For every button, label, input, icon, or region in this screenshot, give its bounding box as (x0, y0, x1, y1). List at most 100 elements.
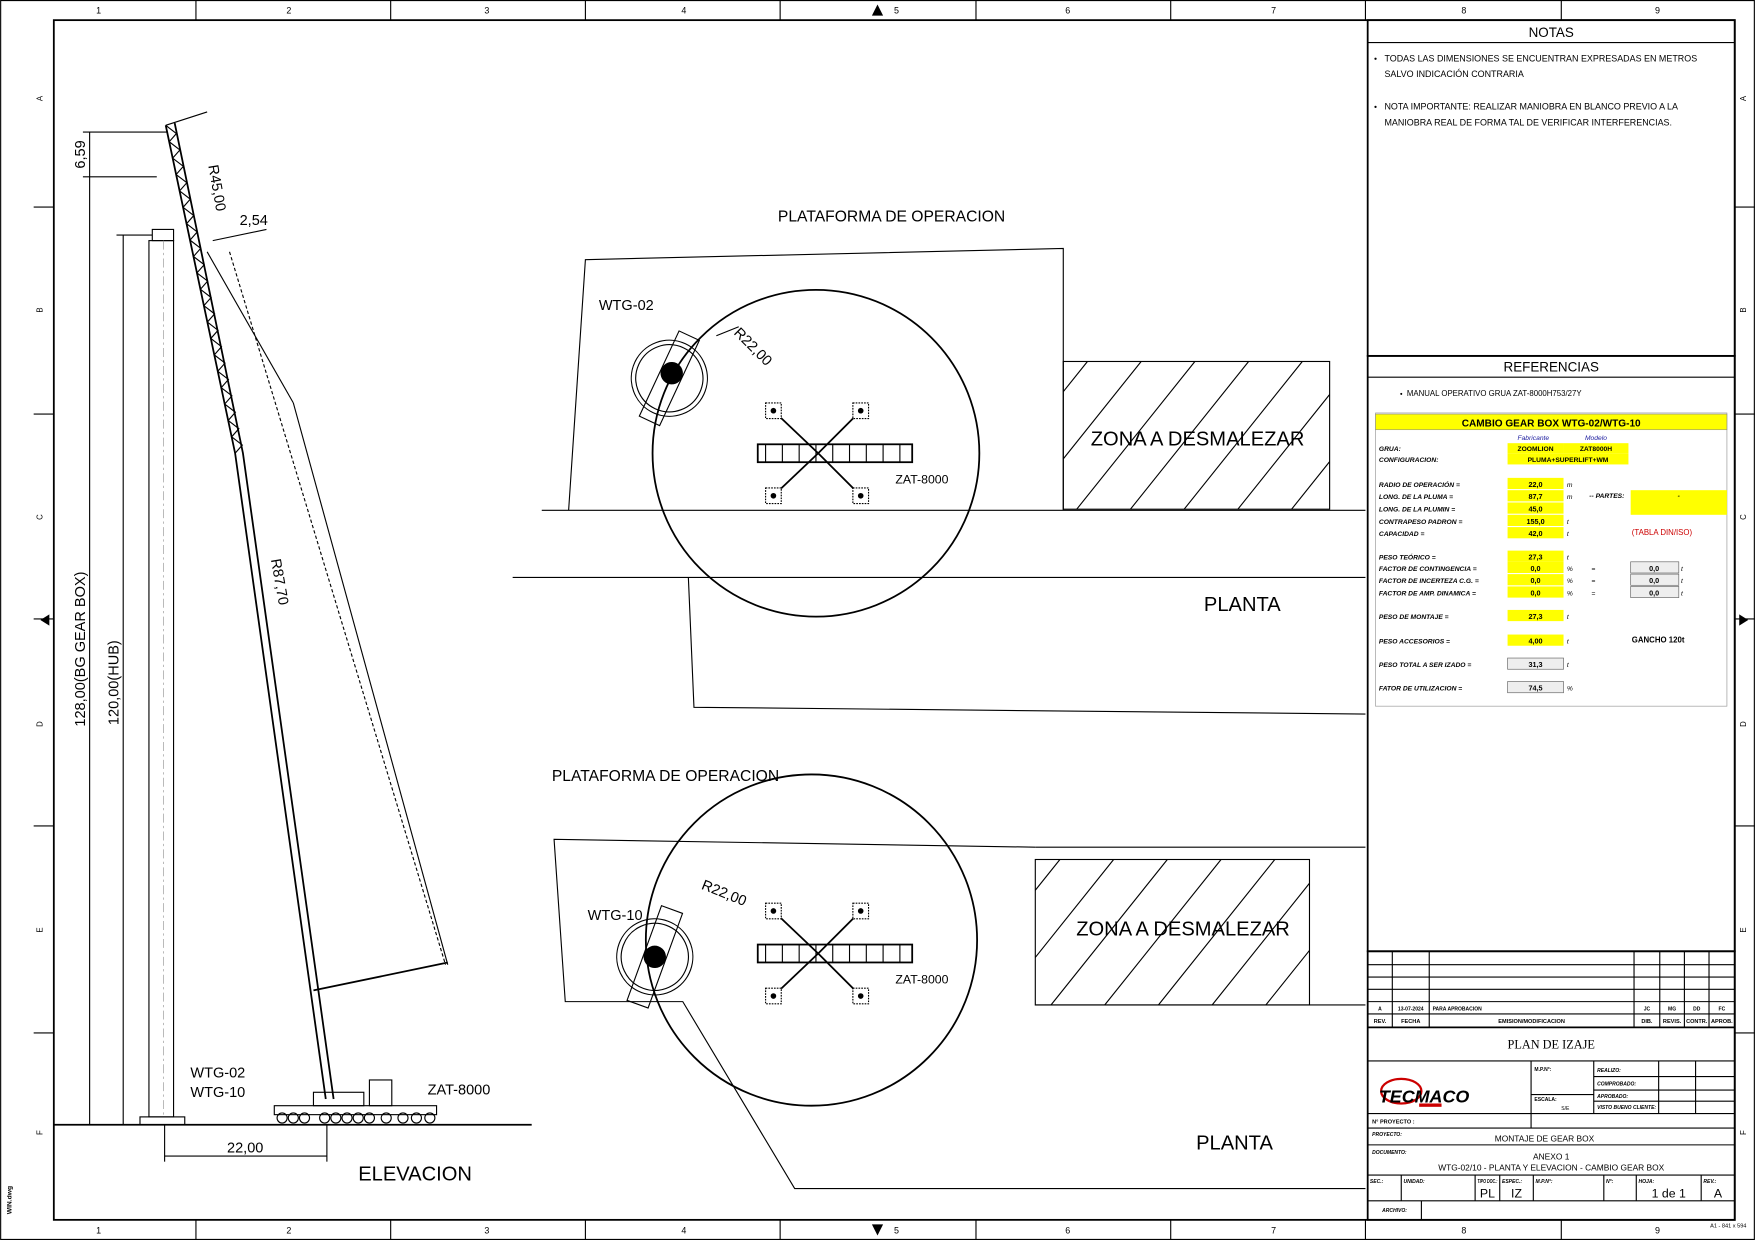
column-marker: 1 (96, 5, 101, 15)
row-result-unit: t (1681, 566, 1684, 573)
notes-panel: NOTAS TODAS LAS DIMENSIONES SE ENCUENTRA… (1366, 19, 1736, 357)
scale-value: S/E (1561, 1106, 1570, 1112)
row-marker: E (36, 927, 45, 932)
revision-cell: FC (1719, 1007, 1726, 1013)
header-modelo: Modelo (1585, 435, 1607, 442)
zone-label: ZONA A DESMALEZAR (1076, 919, 1290, 941)
crane-label: ZAT-8000 (428, 1083, 491, 1099)
center-arrow-icon (40, 614, 50, 626)
row-result: 0,0 (1649, 564, 1659, 573)
row-marker: B (36, 307, 45, 312)
column-marker: 4 (681, 5, 686, 15)
wheel (298, 1112, 311, 1124)
dim-boom-radius: R87,70 (267, 557, 291, 606)
references-title: REFERENCIAS (1504, 360, 1599, 375)
project-number-label: N° PROYECTO : (1372, 1120, 1415, 1126)
visto-bueno-label: VISTO BUENO CLIENTE: (1597, 1105, 1656, 1111)
backstay-cable (292, 402, 449, 965)
column-marker: 8 (1461, 1225, 1466, 1235)
bullet-icon (1374, 57, 1377, 60)
center-arrow-icon (1739, 614, 1749, 626)
wheel (397, 1112, 409, 1124)
column-marker: 7 (1271, 5, 1276, 15)
note-2-line-1: NOTA IMPORTANTE: REALIZAR MANIOBRA EN BL… (1384, 102, 1678, 112)
lift-radius-circle (651, 288, 981, 618)
revision-header: FECHA (1401, 1019, 1420, 1025)
elevation-view: 128,00(BG GEAR BOX) 120,00(HUB) 6,59 R45… (53, 111, 532, 1186)
row-label: LONG. DE LA PLUMIN = (1379, 506, 1455, 513)
cell-label: UNIDAD: (1403, 1179, 1425, 1185)
cell-label: SEC.: (1370, 1179, 1384, 1185)
revision-header: DIB. (1641, 1019, 1653, 1025)
revision-header: APROB. (1711, 1019, 1733, 1025)
row-value: 87,7 (1528, 492, 1542, 501)
row-value: 31,3 (1528, 660, 1542, 669)
wheel (276, 1112, 288, 1124)
cell-label: TIPO DOC.: (1477, 1179, 1497, 1185)
table-title: CAMBIO GEAR BOX WTG-02/WTG-10 (1462, 418, 1641, 429)
revision-cell: DD (1693, 1007, 1701, 1013)
turbine-tower (148, 240, 175, 1118)
row-marker: A (36, 95, 45, 101)
sheet-size: A1 - 841 x 594 (1710, 1224, 1746, 1230)
row-marker: D (1739, 721, 1748, 727)
document-line-2: WTG-02/10 - PLANTA Y ELEVACION - CAMBIO … (1438, 1163, 1664, 1173)
project-value: MONTAJE DE GEAR BOX (1495, 1134, 1595, 1144)
platform-label: PLATAFORMA DE OPERACION (552, 768, 779, 785)
row-unit: t (1567, 555, 1570, 562)
note-1-line-1: TODAS LAS DIMENSIONES SE ENCUENTRAN EXPR… (1384, 54, 1697, 64)
superlift-mast (313, 961, 448, 992)
row-value: 4,00 (1528, 637, 1542, 646)
turbine-label: WTG-10 (588, 908, 643, 924)
turbine-plan (630, 330, 708, 427)
row-unit: % (1567, 590, 1573, 597)
view-label: PLANTA (1204, 594, 1281, 616)
clearing-zone (1034, 858, 1311, 1006)
row-value: 22,0 (1528, 480, 1542, 489)
row-marker: F (1739, 1130, 1748, 1135)
column-marker: 2 (286, 5, 291, 15)
wheel (330, 1112, 342, 1124)
plan-view-bottom: PLATAFORMA DE OPERACION ZONA A DESMALEZA… (552, 768, 1366, 1190)
row-label: PESO TOTAL A SER IZADO = (1379, 662, 1472, 669)
row-marker: D (36, 721, 45, 727)
partes-value: - (1678, 493, 1681, 500)
revision-cell: MG (1668, 1007, 1676, 1013)
zone-label: ZONA A DESMALEZAR (1091, 428, 1305, 450)
cell-value: A (1714, 1186, 1723, 1200)
row-label: PESO DE MONTAJE = (1379, 614, 1449, 621)
row-label: RADIO DE OPERACIÓN = (1379, 480, 1460, 489)
row-value: 0,0 (1530, 564, 1540, 573)
row-label: PESO ACCESORIOS = (1379, 639, 1450, 646)
column-marker: 1 (96, 1225, 101, 1235)
row-result-unit: t (1681, 590, 1684, 597)
config-value: PLUMA+SUPERLIFT+WM (1528, 457, 1609, 464)
wheel (363, 1112, 376, 1124)
row-unit: % (1567, 578, 1573, 585)
revision-cell: JC (1644, 1007, 1651, 1013)
table-row: LONG. DE LA PLUMIN =45,0 (1379, 502, 1564, 514)
row-value: 42,0 (1528, 529, 1542, 538)
lift-radius-circle (644, 773, 978, 1107)
row-label: FACTOR DE INCERTEZA C.G. = (1379, 578, 1479, 585)
capacity-note: (TABLA DIN/ISO) (1632, 528, 1693, 537)
wheel (341, 1112, 353, 1124)
row-unit: % (1567, 686, 1573, 693)
crane-plan (756, 402, 914, 505)
cell-label: HOJA: (1639, 1179, 1655, 1185)
revision-header: REV. (1374, 1019, 1387, 1025)
row-result: 0,0 (1649, 576, 1659, 585)
wheel (424, 1112, 436, 1124)
archivo-label: ARCHIVO: (1381, 1208, 1407, 1214)
column-marker: 4 (681, 1225, 686, 1235)
cell-label: REV.: (1703, 1179, 1716, 1185)
row-equals: = (1592, 590, 1596, 597)
column-marker: 5 (894, 1225, 899, 1235)
comprobado-label: COMPROBADO: (1597, 1082, 1636, 1088)
